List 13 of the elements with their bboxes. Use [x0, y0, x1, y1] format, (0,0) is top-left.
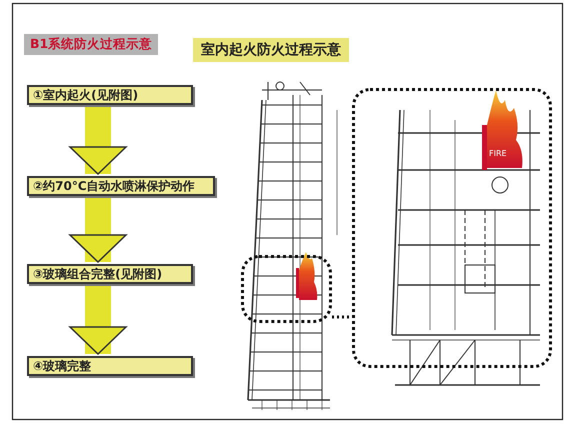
heading: 室内起火防火过程示意: [193, 38, 349, 62]
block-arrow: [69, 198, 127, 263]
fire-label: FIRE: [489, 149, 507, 158]
block-arrow: [69, 286, 127, 355]
step-box: ②约70°C自动水喷淋保护动作: [27, 176, 215, 196]
zoom-frame: [241, 255, 332, 323]
step-box: ④玻璃完整: [27, 356, 193, 376]
step-box: ①室内起火(见附图): [27, 85, 193, 105]
zoom-frame: [352, 88, 552, 368]
block-arrow: [69, 107, 127, 175]
step-box: ③玻璃组合完整(见附图): [27, 264, 193, 284]
leader-line: [332, 316, 352, 318]
title: B1系统防火过程示意: [24, 34, 158, 55]
